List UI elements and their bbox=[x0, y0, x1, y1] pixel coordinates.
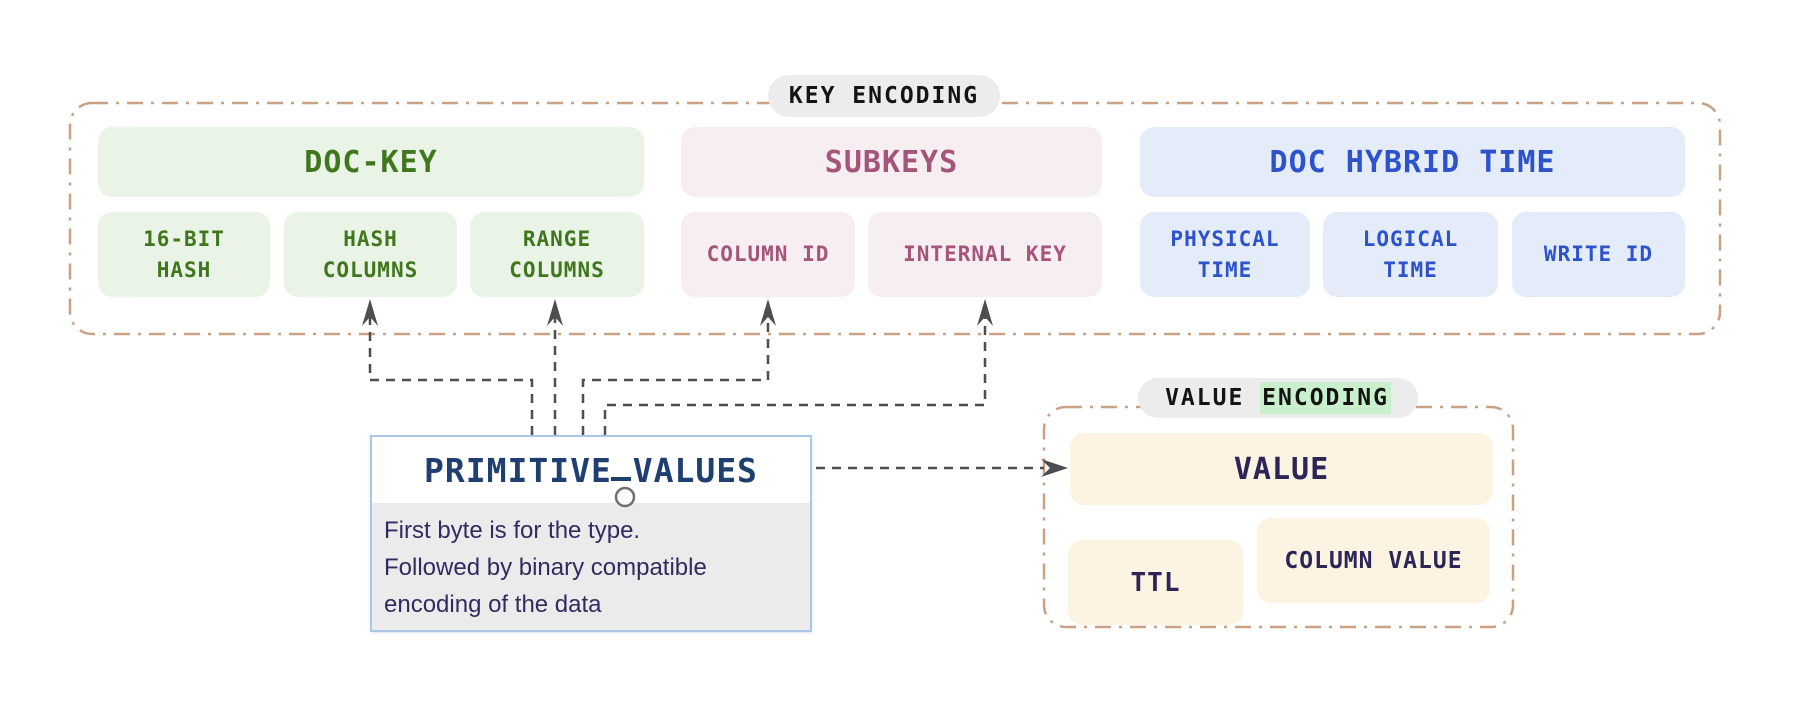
arrowhead-value bbox=[1041, 459, 1068, 477]
primitive-values-description: First byte is for the type. Followed by … bbox=[372, 503, 810, 630]
key-encoding-label-text: KEY ENCODING bbox=[788, 83, 980, 109]
text-cursor bbox=[611, 477, 631, 481]
box-write-id[interactable]: WRITE ID bbox=[1512, 212, 1685, 297]
arrow-to-hash-columns bbox=[368, 314, 534, 435]
arrowhead-range-columns bbox=[547, 299, 563, 326]
primitive-values-node[interactable]: PRIMITIVE VALUES First byte is for the t… bbox=[370, 435, 812, 632]
arrowhead-internal-key bbox=[977, 299, 993, 326]
value-encoding-label[interactable]: VALUE ENCODING bbox=[1138, 378, 1418, 418]
box-range-columns[interactable]: RANGE COLUMNS bbox=[470, 212, 644, 297]
box-physical-time-label: PHYSICAL TIME bbox=[1170, 227, 1280, 282]
box-write-id-label: WRITE ID bbox=[1543, 242, 1654, 267]
box-logical-time-label: LOGICAL TIME bbox=[1362, 227, 1459, 282]
box-column-id-label: COLUMN ID bbox=[706, 242, 830, 267]
box-internal-key-label: INTERNAL KEY bbox=[903, 242, 1067, 267]
doc-hybrid-time-header[interactable]: DOC HYBRID TIME bbox=[1140, 127, 1685, 197]
box-16-bit-hash[interactable]: 16-BIT HASH bbox=[98, 212, 270, 297]
ttl-box-label: TTL bbox=[1130, 567, 1181, 598]
doc-key-header[interactable]: DOC-KEY bbox=[98, 127, 644, 197]
box-hash-columns-label: HASH COLUMNS bbox=[322, 227, 419, 282]
ttl-box[interactable]: TTL bbox=[1068, 540, 1243, 625]
box-column-id[interactable]: COLUMN ID bbox=[681, 212, 855, 297]
box-physical-time[interactable]: PHYSICAL TIME bbox=[1140, 212, 1310, 297]
arrow-to-column-id bbox=[581, 314, 770, 435]
value-encoding-label-plain: VALUE bbox=[1165, 385, 1261, 411]
box-internal-key[interactable]: INTERNAL KEY bbox=[868, 212, 1102, 297]
primitive-values-title: PRIMITIVE VALUES bbox=[424, 450, 758, 490]
value-box-label: VALUE bbox=[1233, 451, 1330, 487]
arrowhead-column-id bbox=[760, 299, 776, 326]
box-16-bit-hash-label: 16-BIT HASH bbox=[143, 227, 225, 282]
connector-handle[interactable] bbox=[614, 486, 636, 508]
value-box[interactable]: VALUE bbox=[1070, 433, 1493, 505]
subkeys-header-label: SUBKEYS bbox=[824, 144, 959, 180]
column-value-box-label: COLUMN VALUE bbox=[1284, 547, 1463, 574]
value-encoding-label-highlight: ENCODING bbox=[1260, 382, 1391, 414]
doc-key-header-label: DOC-KEY bbox=[304, 144, 438, 180]
key-encoding-label[interactable]: KEY ENCODING bbox=[768, 75, 1000, 117]
column-value-box[interactable]: COLUMN VALUE bbox=[1257, 518, 1490, 603]
box-hash-columns[interactable]: HASH COLUMNS bbox=[284, 212, 457, 297]
arrowhead-hash-columns bbox=[362, 299, 378, 326]
box-range-columns-label: RANGE COLUMNS bbox=[509, 227, 605, 282]
box-logical-time[interactable]: LOGICAL TIME bbox=[1323, 212, 1498, 297]
doc-hybrid-time-header-label: DOC HYBRID TIME bbox=[1269, 144, 1556, 180]
arrow-to-internal-key bbox=[603, 314, 987, 435]
subkeys-header[interactable]: SUBKEYS bbox=[681, 127, 1102, 197]
